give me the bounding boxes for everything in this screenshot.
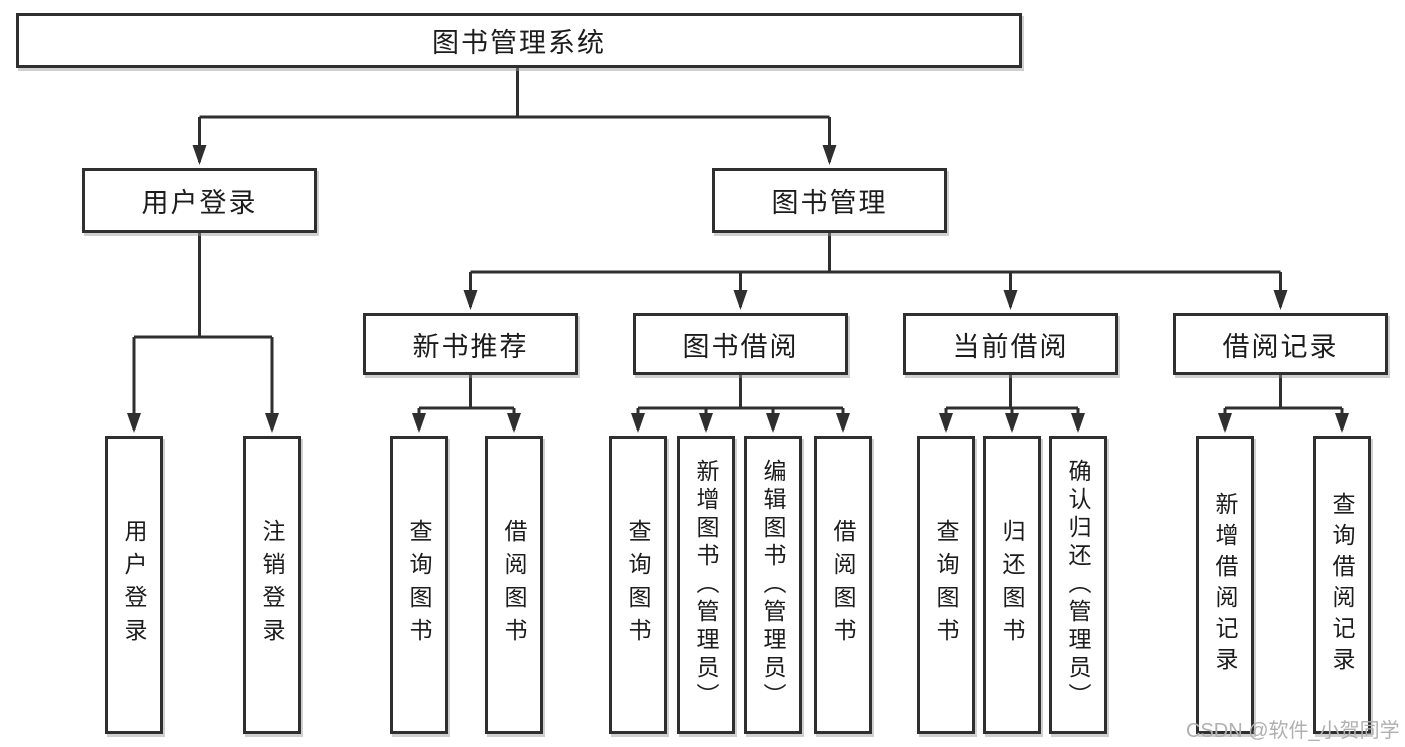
- node-new-book-recommend: 新书推荐: [363, 313, 578, 375]
- node-label: 新增图书（管理员）: [693, 459, 719, 711]
- node-library-management-system: 图书管理系统: [16, 13, 1022, 68]
- node-label: 用户登录: [121, 519, 147, 651]
- node-label: 新增借阅记录: [1212, 492, 1238, 678]
- leaf-add-books-admin: 新增图书（管理员）: [677, 436, 735, 734]
- leaf-query-books-current: 查询图书: [917, 436, 975, 734]
- node-label: 借阅图书: [501, 519, 527, 651]
- node-label: 用户登录: [141, 188, 258, 218]
- node-label: 借阅图书: [830, 519, 856, 651]
- leaf-query-books-recommend: 查询图书: [390, 436, 448, 734]
- node-user-login: 用户登录: [82, 168, 317, 233]
- leaf-edit-books-admin: 编辑图书（管理员）: [744, 436, 802, 734]
- leaf-query-books-borrow: 查询图书: [609, 436, 667, 734]
- csdn-watermark: CSDN @软件_小贺同学: [1186, 720, 1400, 742]
- node-label: 借阅记录: [1222, 331, 1339, 362]
- node-label: 编辑图书（管理员）: [760, 459, 786, 711]
- node-label: 图书管理: [771, 188, 888, 218]
- leaf-borrow-books: 借阅图书: [814, 436, 872, 734]
- leaf-borrow-books-recommend: 借阅图书: [485, 436, 543, 734]
- node-label: 查询图书: [406, 519, 432, 651]
- node-label: 当前借阅: [952, 331, 1069, 362]
- node-current-borrow: 当前借阅: [903, 313, 1118, 375]
- leaf-return-books: 归还图书: [983, 436, 1041, 734]
- node-label: 查询借阅记录: [1329, 492, 1355, 678]
- node-label: 确认归还（管理员）: [1065, 459, 1091, 711]
- leaf-add-borrow-record: 新增借阅记录: [1196, 436, 1254, 734]
- leaf-logout: 注销登录: [243, 436, 301, 734]
- node-label: 查询图书: [933, 519, 959, 651]
- leaf-query-borrow-record: 查询借阅记录: [1313, 436, 1371, 734]
- node-book-management: 图书管理: [712, 168, 947, 233]
- node-label: 查询图书: [625, 519, 651, 651]
- leaf-confirm-return-admin: 确认归还（管理员）: [1049, 436, 1107, 734]
- node-label: 图书管理系统: [432, 28, 606, 58]
- node-label: 注销登录: [259, 519, 285, 651]
- node-label: 新书推荐: [412, 331, 529, 362]
- node-book-borrow: 图书借阅: [633, 313, 848, 375]
- node-label: 图书借阅: [682, 331, 799, 362]
- leaf-user-login: 用户登录: [105, 436, 163, 734]
- node-label: 归还图书: [999, 519, 1025, 651]
- node-borrow-records: 借阅记录: [1173, 313, 1388, 375]
